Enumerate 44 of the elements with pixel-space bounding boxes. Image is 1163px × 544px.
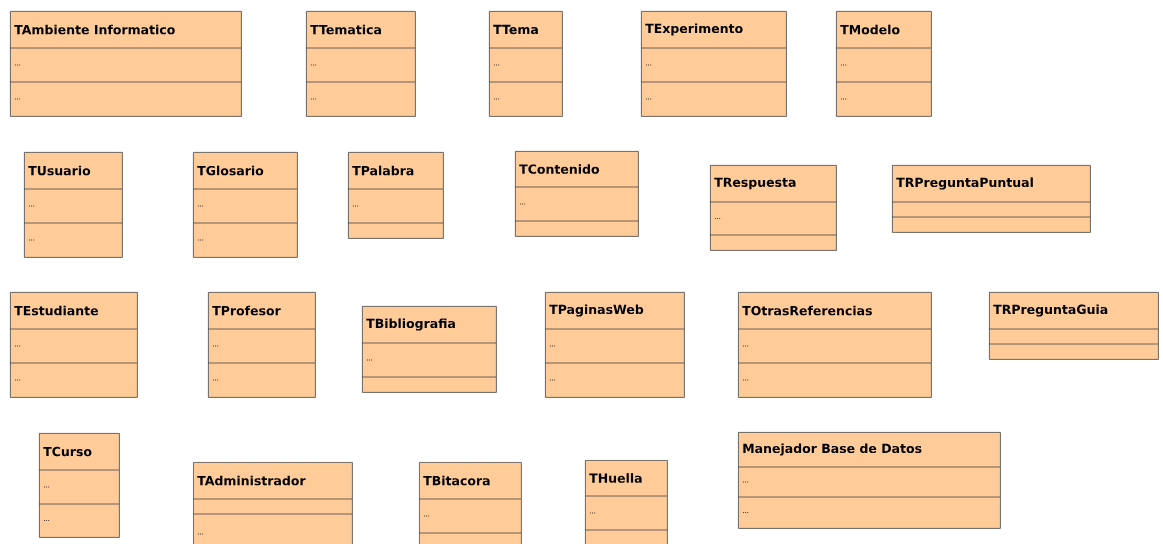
class-name: TRPreguntaGuia xyxy=(993,304,1108,317)
class-name: TBitacora xyxy=(423,475,490,486)
class-name: TContenido xyxy=(519,164,599,174)
class-name: TGlosario xyxy=(197,165,264,176)
class-box xyxy=(737,292,932,398)
class-name: TOtrasReferencias xyxy=(742,305,872,316)
class-box xyxy=(192,462,353,544)
class-box xyxy=(23,152,123,258)
class-name: TUsuario xyxy=(28,165,91,176)
class-box xyxy=(584,460,668,544)
class-box xyxy=(835,11,932,117)
class-box xyxy=(9,11,242,117)
class-box xyxy=(640,11,787,117)
class-box xyxy=(38,433,120,538)
class-name: TRespuesta xyxy=(714,177,796,190)
class-box xyxy=(488,11,563,117)
class-box xyxy=(347,152,444,239)
class-name: THuella xyxy=(589,473,642,483)
class-name: TPaginasWeb xyxy=(549,304,644,317)
class-box xyxy=(891,165,1091,233)
class-name: Manejador Base de Datos xyxy=(743,443,922,456)
class-name: TAmbiente Informatico xyxy=(14,24,175,35)
class-box xyxy=(9,292,138,398)
class-name: TTema xyxy=(493,24,538,35)
class-name: TTematica xyxy=(310,24,381,35)
class-name: TEstudiante xyxy=(14,305,98,316)
class-name: TRPreguntaPuntual xyxy=(896,177,1033,190)
class-name: TExperimento xyxy=(645,23,743,36)
class-box xyxy=(361,306,497,393)
class-name: TAdministrador xyxy=(197,475,306,486)
class-box xyxy=(514,151,639,237)
class-box xyxy=(192,152,298,258)
class-name: TPalabra xyxy=(352,165,414,176)
class-name: TModelo xyxy=(840,24,900,35)
class-box xyxy=(305,11,416,117)
class-name: TBibliografia xyxy=(366,318,455,331)
class-name: TProfesor xyxy=(212,305,281,316)
class-box xyxy=(544,292,685,398)
class-name: TCurso xyxy=(43,446,92,457)
class-box xyxy=(737,432,1001,529)
class-box xyxy=(418,462,522,544)
class-box xyxy=(709,165,837,251)
class-box xyxy=(988,292,1159,360)
class-box xyxy=(207,292,316,398)
